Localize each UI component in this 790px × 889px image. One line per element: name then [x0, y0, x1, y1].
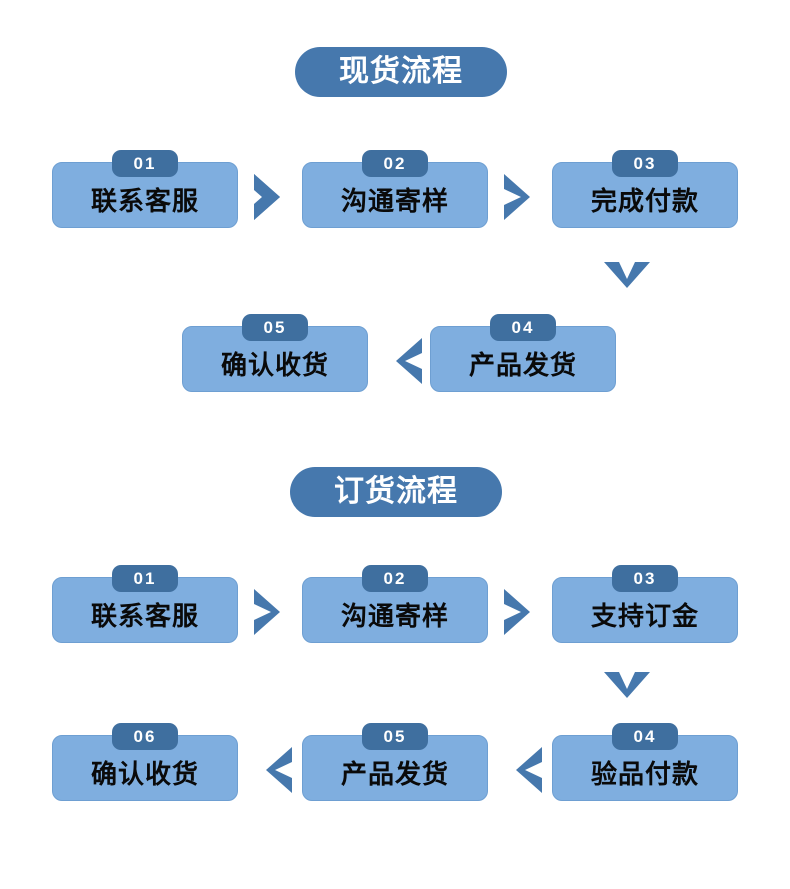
- chevron-down-icon: [602, 668, 652, 712]
- step-number-badge: 04: [612, 723, 678, 750]
- step-number-badge: 05: [242, 314, 308, 341]
- section-title-order: 订货流程: [290, 467, 502, 517]
- section-title-text: 订货流程: [334, 475, 458, 508]
- step-label: 产品发货: [340, 759, 449, 789]
- step-number-text: 03: [633, 569, 657, 588]
- step-number-text: 03: [633, 154, 657, 173]
- step-label: 联系客服: [90, 186, 199, 216]
- step-s2-r1-03[interactable]: 03 支持订金: [552, 565, 738, 643]
- step-s2-r2-06[interactable]: 06 确认收货: [52, 723, 238, 801]
- section-title-spot-goods: 现货流程: [295, 47, 507, 97]
- step-s1-r1-03[interactable]: 03 完成付款: [552, 150, 738, 228]
- chevron-left-icon: [252, 745, 296, 795]
- step-number-text: 01: [133, 154, 157, 173]
- step-number-text: 04: [511, 318, 535, 337]
- step-number-badge: 02: [362, 150, 428, 177]
- step-box[interactable]: 完成付款: [552, 162, 738, 228]
- step-number-text: 04: [633, 727, 657, 746]
- step-number-text: 06: [133, 727, 157, 746]
- step-label: 确认收货: [220, 350, 329, 380]
- chevron-right-icon: [250, 172, 294, 222]
- step-number-text: 05: [263, 318, 287, 337]
- step-label: 支持订金: [590, 601, 699, 631]
- step-s2-r1-02[interactable]: 02 沟通寄样: [302, 565, 488, 643]
- step-s1-r2-04[interactable]: 04 产品发货: [430, 314, 616, 392]
- chevron-down-icon: [602, 258, 652, 302]
- step-s2-r2-05[interactable]: 05 产品发货: [302, 723, 488, 801]
- step-number-badge: 01: [112, 150, 178, 177]
- step-label: 确认收货: [90, 759, 199, 789]
- step-number-badge: 03: [612, 150, 678, 177]
- step-number-text: 05: [383, 727, 407, 746]
- step-s1-r2-05[interactable]: 05 确认收货: [182, 314, 368, 392]
- step-s1-r1-01[interactable]: 01 联系客服: [52, 150, 238, 228]
- step-number-text: 02: [383, 569, 407, 588]
- step-number-text: 02: [383, 154, 407, 173]
- chevron-left-icon: [382, 336, 426, 386]
- step-box[interactable]: 产品发货: [302, 735, 488, 801]
- step-label: 产品发货: [468, 350, 577, 380]
- chevron-left-icon: [502, 745, 546, 795]
- step-label: 完成付款: [590, 186, 699, 216]
- step-number-badge: 01: [112, 565, 178, 592]
- step-label: 沟通寄样: [340, 601, 449, 631]
- chevron-right-icon: [250, 587, 294, 637]
- step-s2-r1-01[interactable]: 01 联系客服: [52, 565, 238, 643]
- step-number-badge: 05: [362, 723, 428, 750]
- chevron-right-icon: [500, 587, 544, 637]
- chevron-right-icon: [500, 172, 544, 222]
- step-number-badge: 02: [362, 565, 428, 592]
- step-s2-r2-04[interactable]: 04 验品付款: [552, 723, 738, 801]
- step-number-badge: 04: [490, 314, 556, 341]
- step-s1-r1-02[interactable]: 02 沟通寄样: [302, 150, 488, 228]
- step-label: 验品付款: [590, 759, 699, 789]
- step-label: 沟通寄样: [340, 186, 449, 216]
- step-number-text: 01: [133, 569, 157, 588]
- step-number-badge: 03: [612, 565, 678, 592]
- section-title-text: 现货流程: [339, 55, 463, 88]
- step-number-badge: 06: [112, 723, 178, 750]
- step-label: 联系客服: [90, 601, 199, 631]
